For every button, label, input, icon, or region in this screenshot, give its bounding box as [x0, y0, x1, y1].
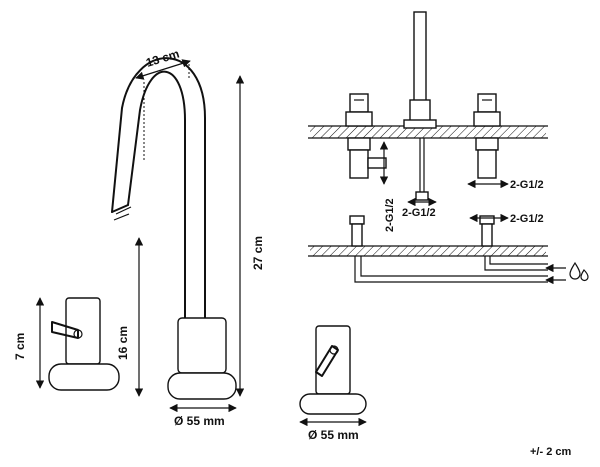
handle-base-dimension: Ø 55 mm	[299, 417, 367, 442]
installation-top-view	[308, 11, 548, 207]
left-handle-drawing	[48, 297, 120, 391]
spout-width-dimension: 13 cm	[135, 46, 191, 160]
spout-height-label: 16 cm	[116, 326, 130, 360]
total-height-dimension: 27 cm	[235, 75, 265, 397]
right-handle-drawing	[299, 325, 367, 415]
spout-base-dimension: Ø 55 mm	[169, 403, 237, 428]
total-height-label: 27 cm	[251, 236, 265, 270]
handle-height-dimension: 7 cm	[13, 297, 45, 389]
spout-base-label: Ø 55 mm	[174, 414, 225, 428]
spout-height-dimension: 16 cm	[116, 237, 144, 397]
thread-label-right-upper: 2-G1/2	[510, 179, 544, 191]
thread-label-right-lower: 2-G1/2	[510, 213, 544, 225]
water-drops-icon	[569, 261, 589, 282]
installation-bottom-view	[308, 213, 589, 285]
thread-label-vertical: 2-G1/2	[384, 198, 396, 232]
tolerance-note: +/- 2 cm	[530, 446, 571, 458]
handle-height-label: 7 cm	[13, 333, 27, 360]
spout-width-label: 13 cm	[144, 46, 181, 69]
spout-drawing	[111, 57, 237, 400]
thread-label-center: 2-G1/2	[402, 207, 436, 219]
handle-base-label: Ø 55 mm	[308, 428, 359, 442]
